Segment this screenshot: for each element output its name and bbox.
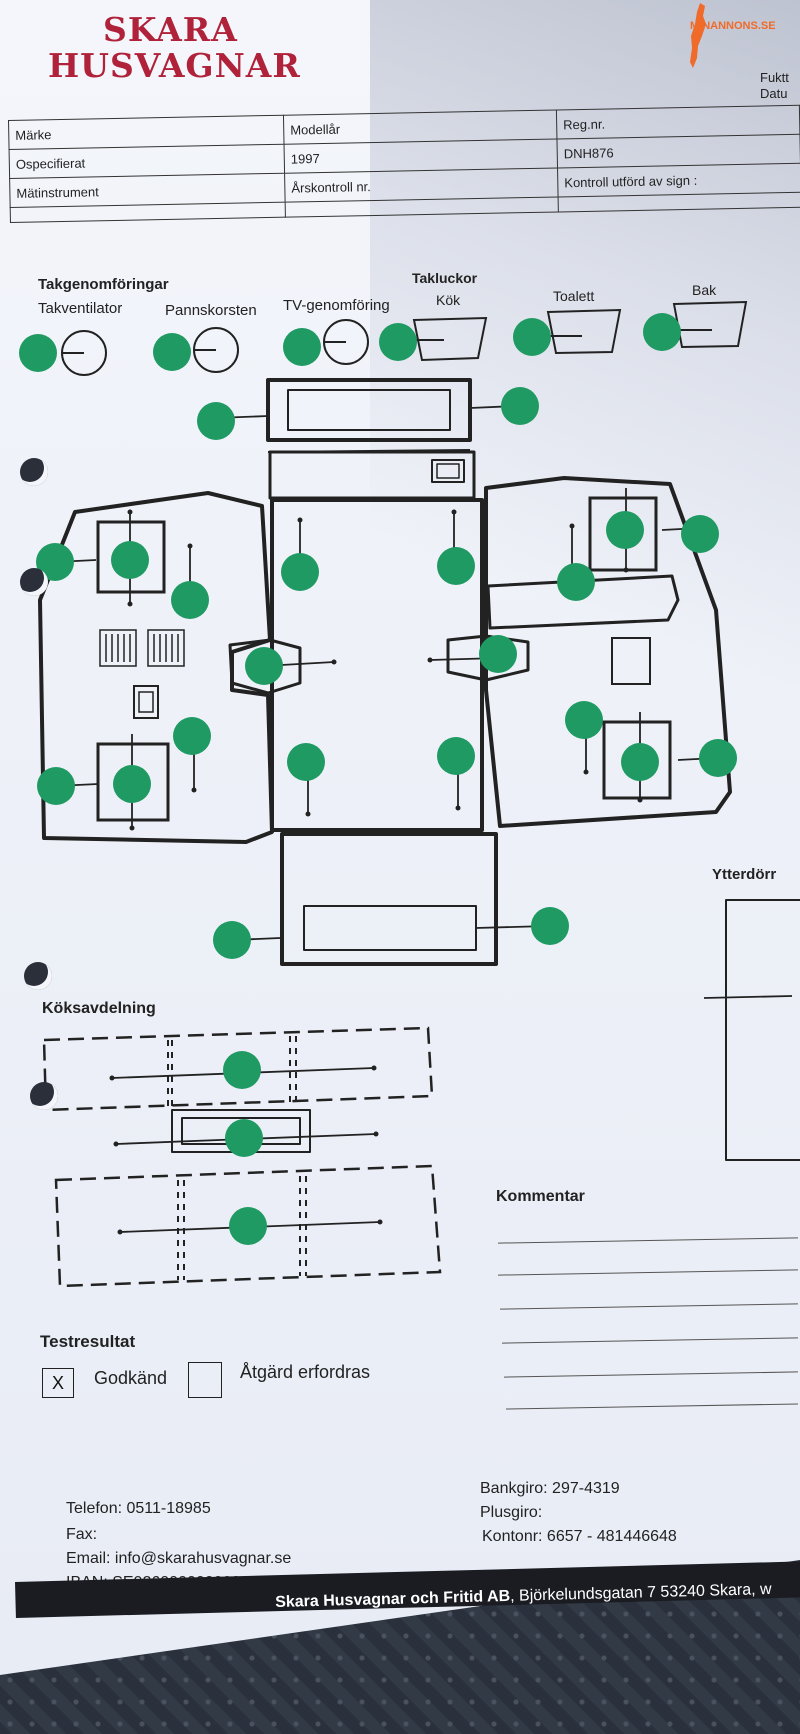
comment-title: Kommentar (496, 1188, 585, 1205)
sweden-map-icon (690, 3, 706, 68)
marker-dot (437, 547, 475, 585)
hatch-label-rear: Bak (692, 282, 717, 298)
marker-dot (111, 541, 149, 579)
company-logo: SKARA HUSVAGNAR (48, 10, 301, 85)
watermark-text: MINANNONS.SE (690, 20, 776, 32)
marker-dot (287, 743, 325, 781)
roof-label-tv: TV-genomföring (283, 297, 390, 314)
kontonr: Kontonr: 6657 - 481446648 (482, 1528, 677, 1545)
hatch-kitchen-symbol (412, 316, 488, 362)
outer-door-title: Ytterdörr (712, 866, 777, 883)
marker-dot (113, 765, 151, 803)
roof-label-chimney: Pannskorsten (165, 302, 257, 319)
marker-dot (197, 402, 235, 440)
bankgiro: Bankgiro: 297-4319 (480, 1480, 620, 1497)
marker-dot (37, 767, 75, 805)
marker-dot (479, 635, 517, 673)
roof-label-vent: Takventilator (38, 300, 123, 317)
test-result-title: Testresultat (40, 1332, 136, 1351)
contact-email: Email: info@skarahusvagnar.se (66, 1550, 292, 1567)
contact-phone: Telefon: 0511-18985 (66, 1500, 211, 1517)
action-required-checkbox[interactable] (188, 1362, 222, 1398)
hatch-label-kitchen: Kök (436, 292, 461, 308)
marker-dot (557, 563, 595, 601)
marker-dot (643, 313, 681, 351)
hatches-title: Takluckor (412, 270, 478, 286)
form-paper (0, 0, 800, 1675)
marker-dot (213, 921, 251, 959)
marker-dot (229, 1207, 267, 1245)
action-required-label: Åtgärd erfordras (240, 1362, 371, 1382)
marker-dot (565, 701, 603, 739)
approved-checkbox[interactable]: X (42, 1368, 74, 1398)
marker-dot (225, 1119, 263, 1157)
marker-dot (19, 334, 57, 372)
kitchen-title: Köksavdelning (42, 1000, 156, 1017)
marker-dot (699, 739, 737, 777)
marker-dot (283, 328, 321, 366)
marker-dot (379, 323, 417, 361)
plusgiro: Plusgiro: (480, 1504, 543, 1521)
approved-label: Godkänd (94, 1368, 168, 1388)
roof-title: Takgenomföringar (38, 276, 169, 293)
marker-dot (281, 553, 319, 591)
moisture-markers (19, 313, 737, 1245)
marker-dot (681, 515, 719, 553)
marker-dot (437, 737, 475, 775)
marker-dot (153, 333, 191, 371)
marker-dot (621, 743, 659, 781)
hatch-rear-symbol (672, 300, 748, 349)
marker-dot (501, 387, 539, 425)
marker-dot (245, 647, 283, 685)
hatch-label-toilet: Toalett (553, 288, 595, 304)
marker-dot (36, 543, 74, 581)
contact-fax: Fax: (66, 1526, 98, 1543)
corner-labels: Fuktt Datu (760, 70, 789, 101)
marker-dot (223, 1051, 261, 1089)
marker-dot (531, 907, 569, 945)
marker-dot (513, 318, 551, 356)
marker-dot (171, 581, 209, 619)
marker-dot (606, 511, 644, 549)
marker-dot (173, 717, 211, 755)
hatch-toilet-symbol (546, 308, 622, 355)
